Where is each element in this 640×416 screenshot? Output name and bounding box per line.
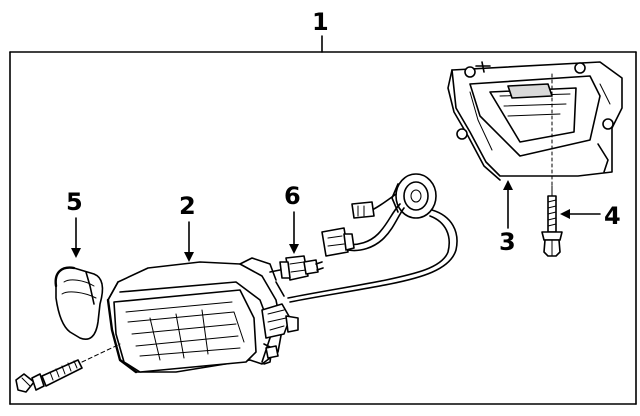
callout-6: 6: [284, 182, 301, 254]
callout-6-label: 6: [284, 182, 301, 210]
callout-2-label: 2: [179, 192, 196, 220]
callout-2: 2: [179, 192, 196, 262]
mounting-bolt: [541, 185, 563, 257]
callout-1-label: 1: [312, 8, 329, 36]
callout-2-arrowhead: [184, 252, 194, 262]
callout-5: 5: [66, 188, 83, 258]
fog-lamp-housing: [106, 257, 299, 374]
callout-4-label: 4: [604, 202, 621, 230]
callout-3-arrowhead: [503, 180, 513, 190]
callout-5-arrowhead: [71, 248, 81, 258]
callout-3-label: 3: [499, 228, 516, 256]
callout-4: 4: [560, 202, 621, 230]
wiring-harness: [287, 173, 458, 303]
lens-cover: [54, 266, 104, 340]
callout-6-arrowhead: [289, 244, 299, 254]
callout-4-arrowhead: [560, 209, 570, 219]
callout-3: 3: [499, 180, 516, 256]
callout-1: 1: [312, 8, 329, 53]
mounting-bracket: [447, 61, 623, 187]
adjusting-screw: [15, 343, 121, 393]
assembly-frame: [9, 51, 637, 405]
callout-5-label: 5: [66, 188, 83, 216]
bulb-socket: [269, 255, 324, 281]
